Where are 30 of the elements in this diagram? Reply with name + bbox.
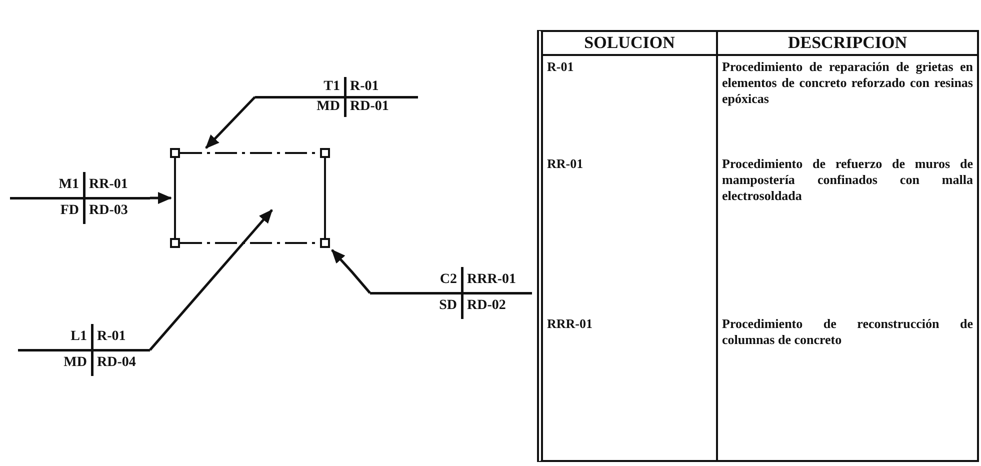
table-cell: Procedimiento de refuerzo de muros de mampostería confinados con malla electrosoldada: [717, 153, 977, 313]
callout-code: R-01: [96, 329, 126, 345]
callout-code: L1: [70, 329, 88, 345]
leader-arrow: [149, 209, 273, 351]
table-cell: Procedimiento de reparación de grietas en elementos de concreto reforzado con resinas epóxicas: [717, 55, 977, 153]
table-cell: Procedimiento de reconstrucción de columnas de concreto: [717, 313, 977, 460]
callout-code: SD: [439, 298, 458, 314]
callout-code: RD-02: [466, 298, 506, 314]
callout-code: RD-04: [96, 355, 136, 371]
callout-code: M1: [58, 177, 80, 193]
callout-code: MD: [316, 99, 341, 115]
callout-code: MD: [64, 355, 88, 371]
callout-code: R-01: [349, 79, 379, 95]
callout-code: RD-03: [88, 203, 128, 219]
table-cell: RR-01: [543, 153, 717, 313]
table-cell: R-01: [543, 55, 717, 153]
callout-code: C2: [440, 272, 458, 288]
leader-arrow: [150, 192, 172, 204]
column-square: [320, 238, 330, 248]
column-header: DESCRIPCION: [717, 32, 977, 55]
column-header: SOLUCION: [543, 32, 717, 55]
callout-code: RD-01: [349, 99, 389, 115]
callout-code: RR-01: [88, 177, 128, 193]
leader-arrow: [331, 249, 371, 294]
wall-panel: [170, 148, 330, 248]
callout-code: RRR-01: [466, 272, 516, 288]
callout-code: FD: [60, 203, 80, 219]
leader-arrow: [205, 96, 256, 149]
callout-code: T1: [324, 79, 341, 95]
table-cell: RRR-01: [543, 313, 717, 460]
